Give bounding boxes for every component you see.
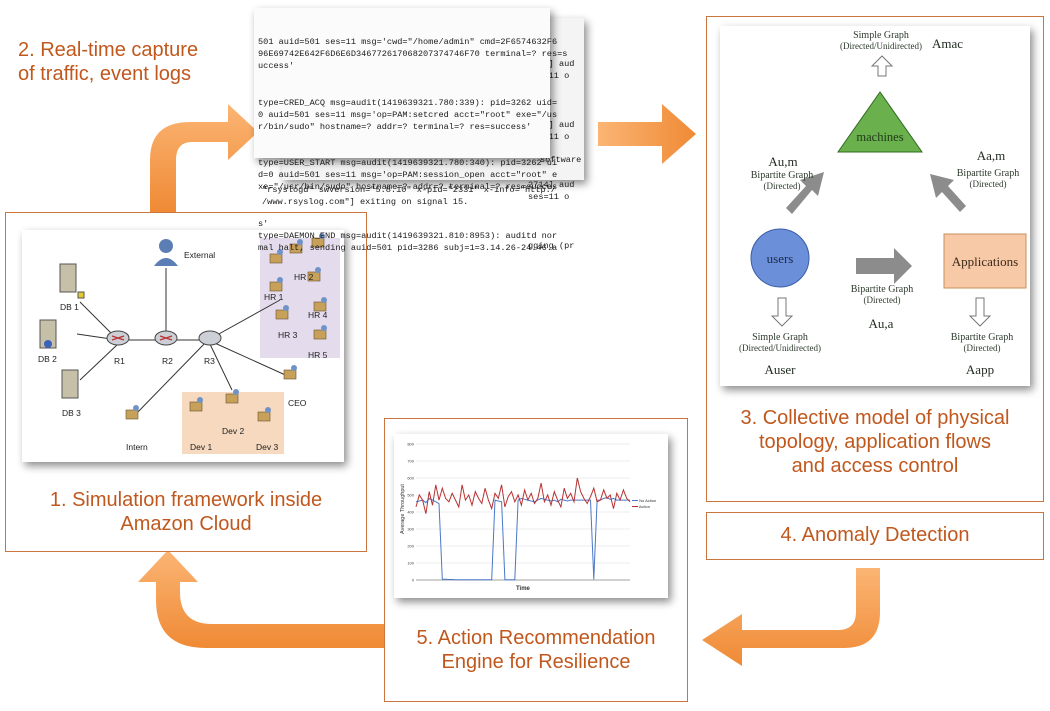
series-line-action <box>415 477 631 514</box>
a-mac-symbol: Amac <box>932 36 964 51</box>
arrow-step2-to-step3 <box>598 104 696 164</box>
step1-caption: 1. Simulation framework inside Amazon Cl… <box>5 488 367 536</box>
y-tick-label: 400 <box>407 510 414 515</box>
a-um-symbol: Au,m <box>768 154 798 169</box>
step1-line2: Amazon Cloud <box>120 513 252 535</box>
log-bottom-right: software <box>540 155 582 165</box>
step2-caption: 2. Real-time capture of traffic, event l… <box>18 38 198 86</box>
dev3-label: Dev 3 <box>256 442 279 452</box>
legend-item-action: Action <box>632 504 656 510</box>
a-ua-symbol: Au,a <box>868 316 894 331</box>
a-mac-desc: Simple Graph(Directed/Unidirected) <box>840 30 922 51</box>
chart-series <box>415 477 631 581</box>
step3-line3: and access control <box>791 455 959 477</box>
throughput-chart: 0 100 200 300 400 500 600 700 800 <box>407 442 631 583</box>
hr3-label: HR 3 <box>278 330 298 340</box>
r1-label: R1 <box>114 356 125 366</box>
log-panel-front: 501 auid=501 ses=11 msg='cwd="/home/admi… <box>254 8 567 253</box>
users-label: users <box>766 251 794 266</box>
applications-node <box>943 233 1027 289</box>
a-am-desc: Bipartite Graph(Directed) <box>956 168 1020 189</box>
a-app-symbol: Aapp <box>965 362 995 377</box>
a-ua-desc: Bipartite Graph(Directed) <box>850 284 914 305</box>
machines-node <box>837 91 923 153</box>
machines-label: machines <box>856 130 904 144</box>
log-bottom-text: "rsyslogd" swVersion="5.8.10" x-pid="233… <box>262 185 556 208</box>
arrow-step5-to-step1 <box>138 550 384 648</box>
y-tick-label: 500 <box>407 493 414 498</box>
a-user-symbol: Auser <box>764 362 796 377</box>
y-tick-label: 100 <box>407 561 414 566</box>
step3-line2: topology, application flows <box>759 431 991 453</box>
hr2-label: HR 2 <box>294 272 314 282</box>
a-user-desc: Simple Graph(Directed/Unidirected) <box>739 332 821 353</box>
dev2-label: Dev 2 <box>222 426 245 436</box>
y-tick-label: 700 <box>407 459 414 464</box>
arrow-step4-to-step5 <box>702 568 880 666</box>
y-tick-label: 800 <box>407 442 414 447</box>
y-tick-label: 200 <box>407 544 414 549</box>
model-graph <box>750 55 1027 327</box>
applications-label: Applications <box>951 254 1019 269</box>
network-topology-panel: External DB 1 DB 2 DB 3 R1 R2 R3 HR 1 HR… <box>22 230 344 462</box>
db2-label: DB 2 <box>38 354 57 364</box>
users-node <box>750 228 810 288</box>
hr5-label: HR 5 <box>308 350 328 360</box>
log-front-text: 501 auid=501 ses=11 msg='cwd="/home/admi… <box>258 37 568 253</box>
hr1-label: HR 1 <box>264 292 284 302</box>
chart-legend: No Action Action <box>632 498 656 510</box>
step5-caption: 5. Action Recommendation Engine for Resi… <box>384 626 688 674</box>
step3-line1: 3. Collective model of physical <box>740 407 1010 429</box>
chart-ylabel: Average Throughput <box>400 484 406 534</box>
a-um-desc: Bipartite Graph(Directed) <box>750 170 814 191</box>
y-tick-label: 600 <box>407 476 414 481</box>
step4-box <box>706 512 1044 560</box>
r2-label: R2 <box>162 356 173 366</box>
db3-label: DB 3 <box>62 408 81 418</box>
dev1-label: Dev 1 <box>190 442 213 452</box>
step2-line2: of traffic, event logs <box>18 63 192 85</box>
y-tick-label: 300 <box>407 527 414 532</box>
server-icons <box>39 263 85 399</box>
network-topology-diagram <box>39 233 340 454</box>
step5-line2: Engine for Resilience <box>441 651 631 673</box>
step5-line1: 5. Action Recommendation <box>416 627 656 649</box>
step4-caption: 4. Anomaly Detection <box>780 524 970 546</box>
model-panel: machines users Applications Simple Graph… <box>720 26 1030 386</box>
chart-xlabel: Time <box>516 586 530 592</box>
series-line-no-action <box>415 496 630 581</box>
hr4-label: HR 4 <box>308 310 328 320</box>
a-am-symbol: Aa,m <box>976 148 1006 163</box>
external-label: External <box>184 250 216 260</box>
step1-line1: 1. Simulation framework inside <box>49 489 323 511</box>
throughput-panel: 0 100 200 300 400 500 600 700 800 Average Throug… <box>394 434 668 598</box>
db1-label: DB 1 <box>60 302 79 312</box>
router-icons <box>106 330 222 346</box>
arrow-step1-to-step2 <box>150 104 258 212</box>
a-app-desc: Bipartite Graph(Directed) <box>950 332 1014 353</box>
ceo-label: CEO <box>288 398 307 408</box>
step2-line1: 2. Real-time capture <box>18 39 199 61</box>
intern-label: Intern <box>126 442 148 452</box>
step3-caption: 3. Collective model of physical topology… <box>706 406 1044 478</box>
legend-item-no-action: No Action <box>632 498 656 504</box>
y-tick-label: 0 <box>412 578 415 583</box>
r3-label: R3 <box>204 356 215 366</box>
